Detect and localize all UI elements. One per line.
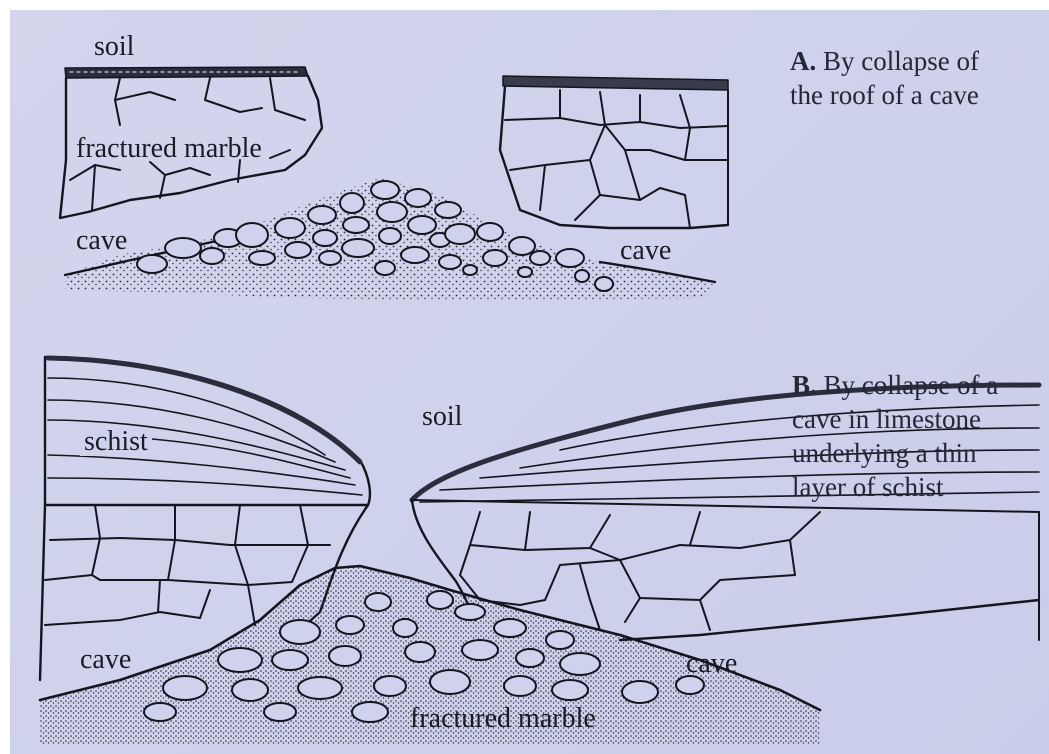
label-schist: schist — [80, 428, 152, 456]
label-cave-b-left: cave — [80, 646, 131, 674]
caption-panel-b: B. By collapse of a cave in limestone un… — [792, 368, 998, 504]
label-soil-b: soil — [422, 403, 462, 431]
caption-a-line-1: By collapse of — [823, 46, 979, 76]
caption-b-line-2: cave in limestone — [792, 404, 981, 434]
caption-b-line-3: underlying a thin — [792, 438, 976, 468]
label-fractured-marble-b: fractured marble — [410, 705, 596, 733]
label-soil-a: soil — [94, 33, 134, 61]
label-cave-a-left: cave — [76, 227, 127, 255]
label-cave-a-right: cave — [620, 237, 671, 265]
caption-b-letter: B. — [792, 370, 817, 400]
label-fractured-marble-a: fractured marble — [76, 135, 262, 163]
caption-b-line-4: layer of schist — [792, 472, 943, 502]
caption-a-letter: A. — [790, 46, 816, 76]
label-cave-b-right: cave — [686, 650, 737, 678]
caption-b-line-1: By collapse of a — [824, 370, 999, 400]
caption-a-line-2: the roof of a cave — [790, 80, 979, 110]
caption-panel-a: A. By collapse of the roof of a cave — [790, 44, 979, 112]
